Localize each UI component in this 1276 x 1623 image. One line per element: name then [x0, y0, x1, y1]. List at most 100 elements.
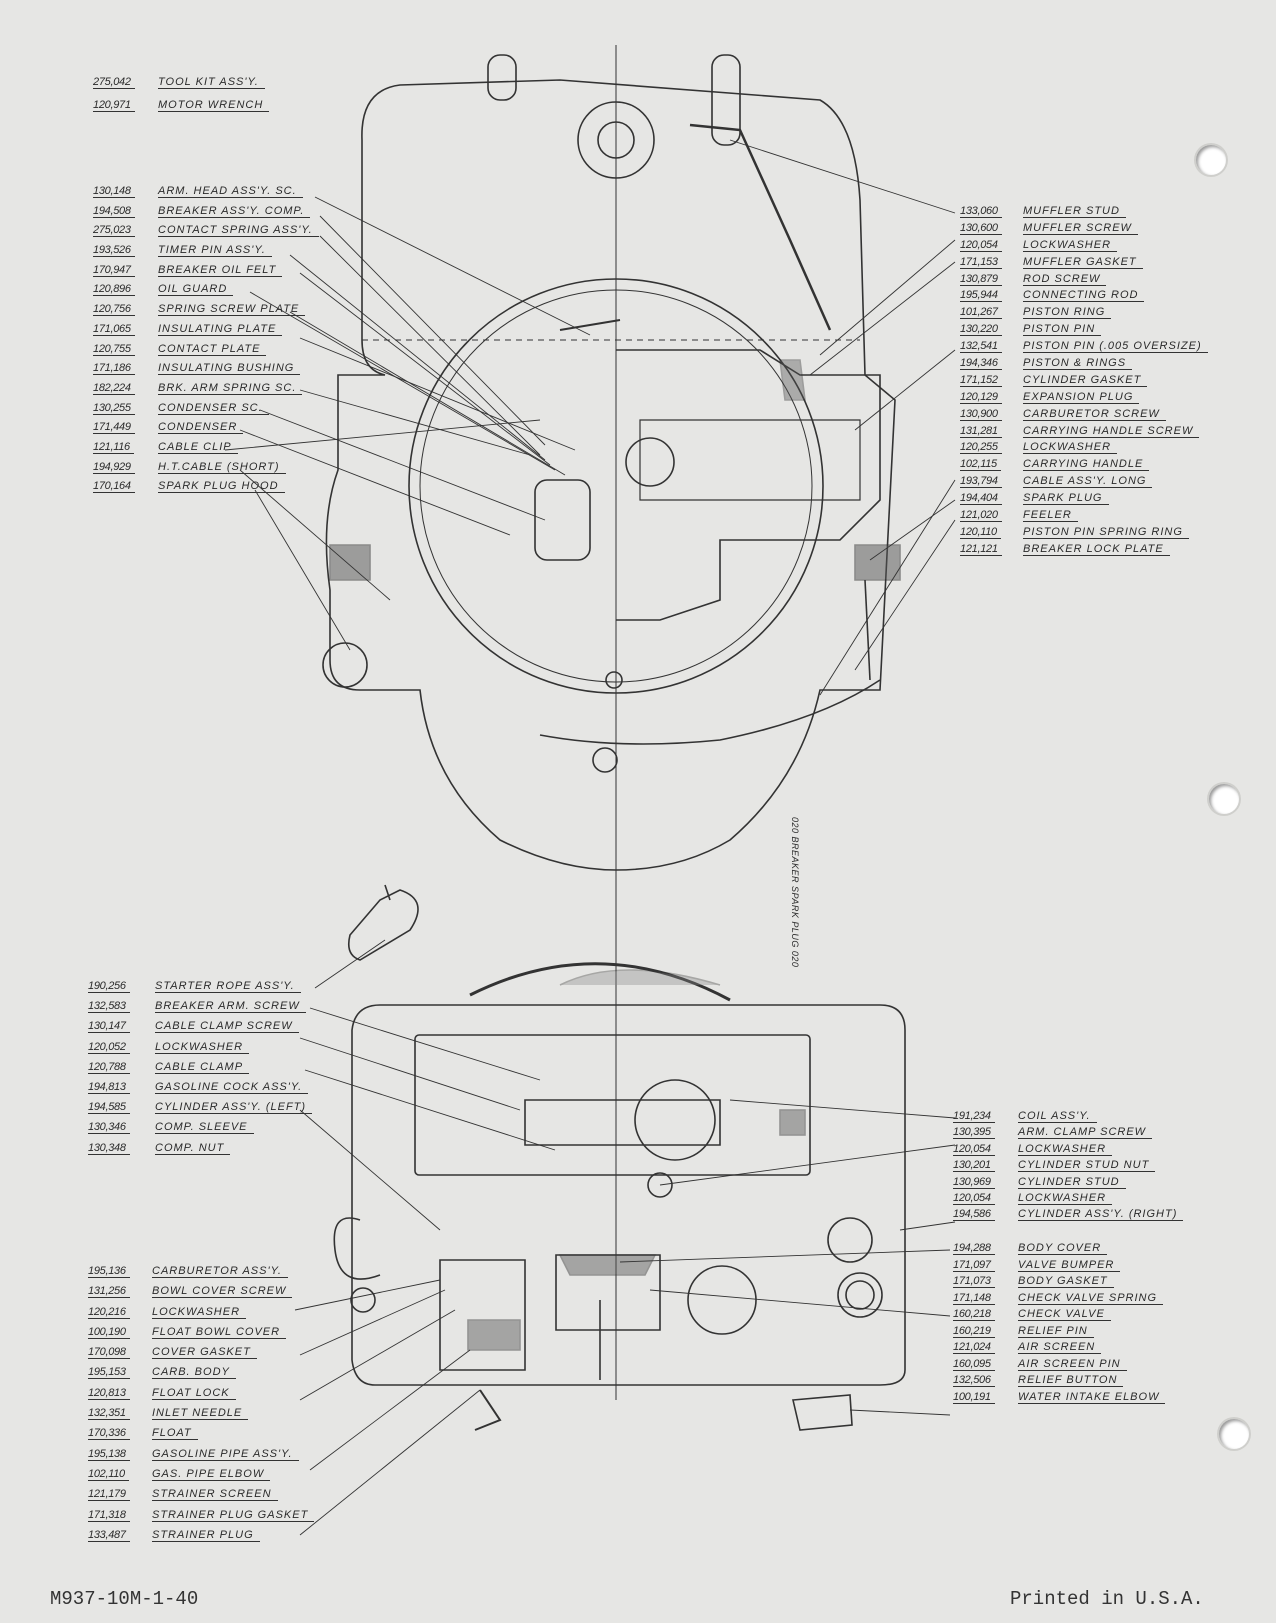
part-number: 130,879 [960, 273, 1002, 286]
part-name: Condenser Sc. [158, 402, 269, 415]
feeler-gauge: 020 BREAKER SPARK PLUG 020 [787, 817, 803, 967]
part-number: 131,281 [960, 425, 1002, 438]
part-name: Gasoline Cock Ass'y. [155, 1081, 309, 1094]
part-name: Cable Clamp [155, 1061, 250, 1074]
part-name: Comp. Nut [155, 1142, 231, 1155]
part-number: 171,152 [960, 374, 1002, 387]
part-number: 191,234 [953, 1110, 995, 1123]
part-name: Carrying Handle [1023, 458, 1150, 472]
part-name: Piston Pin Spring Ring [1023, 526, 1189, 539]
part-name: Coil Ass'y. [1018, 1110, 1097, 1123]
part-name: Cable Clamp Screw [155, 1020, 299, 1034]
binder-hole-bottom [1219, 1419, 1249, 1449]
part-name: Timer Pin Ass'y. [158, 244, 272, 258]
part-number: 171,065 [93, 323, 135, 336]
part-name: Lockwasher [1018, 1192, 1113, 1205]
part-number: 275,023 [93, 224, 135, 238]
part-number: 100,191 [953, 1391, 995, 1404]
lower-engine-view [333, 884, 906, 1431]
part-number: 120,756 [93, 303, 135, 317]
part-number: 130,600 [960, 222, 1002, 235]
part-number: 194,929 [93, 461, 135, 474]
part-name: Piston Pin (.005 oversize) [1023, 340, 1208, 354]
part-number: 171,148 [953, 1292, 995, 1305]
part-name: Float [152, 1427, 198, 1441]
part-name: Muffler Gasket [1023, 256, 1143, 269]
part-number: 130,346 [88, 1121, 130, 1135]
part-number: 160,095 [953, 1358, 995, 1371]
part-name: Spark Plug [1023, 492, 1109, 506]
part-name: Strainer Screen [152, 1488, 278, 1502]
part-number: 130,220 [960, 323, 1002, 337]
part-name: Carburetor Ass'y. [152, 1265, 288, 1278]
part-number: 132,541 [960, 340, 1002, 354]
part-name: Brk. Arm Spring Sc. [158, 382, 303, 395]
part-name: Feeler [1023, 509, 1078, 523]
part-name: Gasoline Pipe Ass'y. [152, 1448, 299, 1461]
part-name: Lockwasher [152, 1306, 247, 1319]
part-name: Body Gasket [1018, 1275, 1114, 1288]
feeler-gauge-label: 020 BREAKER SPARK PLUG 020 [790, 816, 800, 968]
part-number: 130,148 [93, 185, 135, 198]
part-number: 100,190 [88, 1326, 130, 1339]
part-number: 171,186 [93, 362, 135, 376]
part-name: Insulating Bushing [158, 362, 301, 376]
upper-engine-view [322, 54, 901, 871]
part-number: 132,583 [88, 1000, 130, 1014]
part-name: Insulating Plate [158, 323, 283, 336]
part-name: Cable Clip [158, 441, 238, 454]
part-name: Cylinder Gasket [1023, 374, 1148, 387]
part-number: 133,060 [960, 205, 1002, 218]
part-number: 193,794 [960, 475, 1002, 489]
part-name: Lockwasher [1023, 239, 1118, 252]
part-name: Breaker Ass'y. Comp. [158, 205, 311, 218]
part-number: 102,115 [960, 458, 1001, 472]
part-name: Motor Wrench [158, 99, 270, 112]
part-number: 275,042 [93, 76, 135, 89]
part-name: Bowl Cover Screw [152, 1285, 293, 1299]
part-number: 195,136 [88, 1265, 130, 1278]
part-name: Float Lock [152, 1387, 236, 1400]
part-name: Starter Rope Ass'y. [155, 980, 301, 993]
part-number: 171,073 [953, 1275, 995, 1288]
part-number: 130,348 [88, 1142, 130, 1155]
part-number: 120,129 [960, 391, 1002, 404]
part-name: Relief Pin [1018, 1325, 1094, 1338]
part-number: 120,813 [88, 1387, 130, 1400]
part-name: Arm. Head Ass'y. Sc. [158, 185, 303, 198]
part-number: 194,404 [960, 492, 1002, 506]
part-number: 120,054 [953, 1192, 995, 1205]
part-name: Oil Guard [158, 283, 234, 297]
part-number: 120,255 [960, 441, 1002, 455]
part-name: Cylinder Stud [1018, 1176, 1126, 1189]
part-name: Check Valve [1018, 1308, 1111, 1321]
part-number: 130,900 [960, 408, 1002, 421]
part-number: 194,346 [960, 357, 1002, 371]
part-name: Cylinder Ass'y. (Right) [1018, 1208, 1184, 1222]
part-name: Spring Screw Plate [158, 303, 306, 317]
form-number: M937-10M-1-40 [50, 1588, 199, 1610]
part-number: 194,586 [953, 1208, 995, 1222]
part-name: Carb. Body [152, 1366, 236, 1380]
part-name: Muffler Screw [1023, 222, 1138, 235]
part-name: Cable Ass'y. Long [1023, 475, 1153, 489]
part-name: Comp. Sleeve [155, 1121, 254, 1135]
part-number: 133,487 [88, 1529, 130, 1542]
part-name: Body Cover [1018, 1242, 1108, 1255]
part-number: 130,201 [953, 1159, 995, 1173]
part-number: 193,526 [93, 244, 135, 258]
part-number: 121,020 [960, 509, 1002, 523]
part-name: Contact Plate [158, 343, 267, 356]
binder-hole-top [1196, 145, 1226, 175]
part-number: 160,219 [953, 1325, 995, 1338]
part-name: Connecting Rod [1023, 289, 1145, 303]
part-number: 195,944 [960, 289, 1002, 303]
part-name: Air Screen [1018, 1341, 1102, 1354]
part-name: Strainer Plug Gasket [152, 1509, 315, 1522]
part-number: 171,318 [88, 1509, 130, 1522]
part-name: Carrying Handle Screw [1023, 425, 1200, 438]
part-name: Contact Spring Ass'y. [158, 224, 319, 238]
part-name: Float Bowl Cover [152, 1326, 287, 1339]
part-number: 182,224 [93, 382, 135, 395]
part-name: Water Intake Elbow [1018, 1391, 1166, 1404]
